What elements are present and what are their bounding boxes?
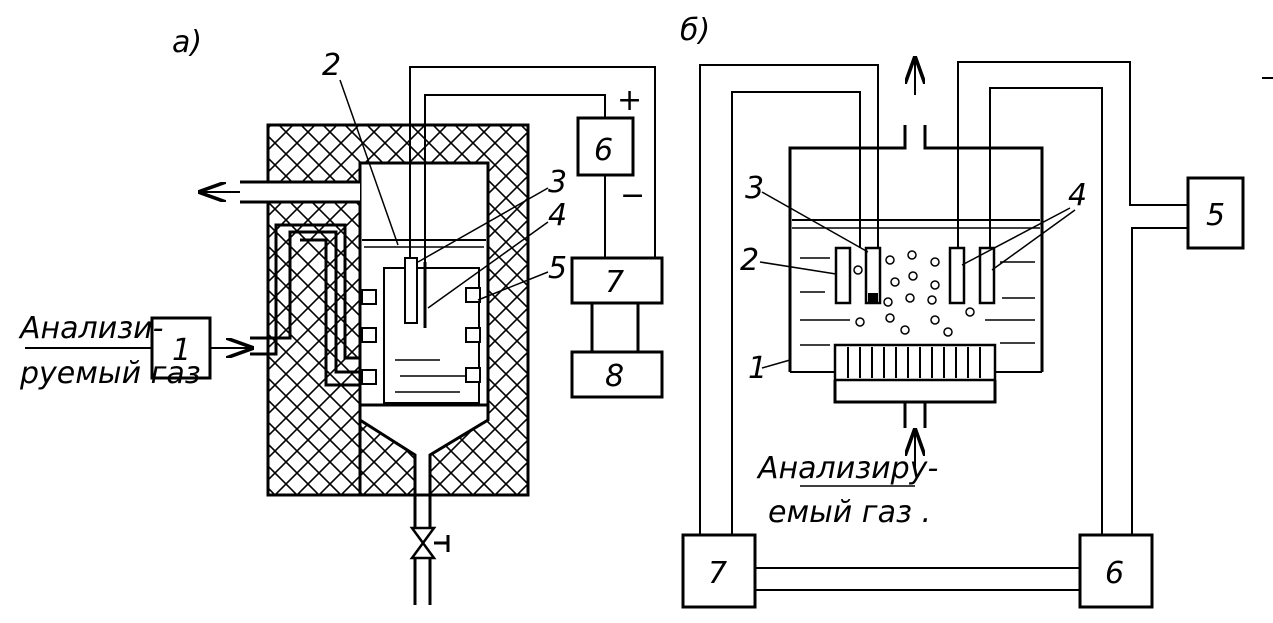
block-7: [570, 256, 664, 305]
block-5: [1186, 176, 1245, 250]
gas-inlet-pipe: [250, 223, 360, 387]
block-6: [576, 116, 635, 177]
block-8: [570, 350, 664, 399]
block-7-b-label: 7: [708, 556, 727, 591]
drain-valve: [409, 495, 450, 605]
block-8-label: 8: [605, 359, 624, 394]
callout-4-a: 4: [548, 198, 567, 233]
panel-b-label: б): [680, 13, 710, 48]
gas-outlet-pipe: [202, 180, 360, 204]
gas-label-a-line2: руемый газ: [19, 356, 201, 391]
gas-label-b-line2: емый газ .: [768, 495, 931, 530]
callout-3-b: 3: [745, 171, 764, 206]
cell-vessel: [358, 161, 490, 407]
callout-4-b: 4: [1068, 178, 1087, 213]
block-7-b: [681, 533, 757, 609]
block-6-b-label: 6: [1105, 556, 1124, 591]
plus-sign: +: [617, 83, 642, 118]
cell-vessel-b: [788, 60, 1044, 470]
minus-sign: −: [620, 178, 645, 213]
panel-a: а): [18, 25, 664, 605]
panel-a-label: а): [172, 25, 202, 60]
panel-b: б): [680, 13, 1245, 609]
callout-1-b: 1: [748, 351, 767, 386]
gas-label-b-line1: Анализиру-: [756, 451, 938, 486]
callout-2-a: 2: [322, 48, 341, 83]
callout-2-b: 2: [740, 243, 759, 278]
callout-3-a: 3: [548, 165, 567, 200]
block-7-label: 7: [605, 265, 624, 300]
block-5-label: 5: [1206, 198, 1225, 233]
block-6-b: [1078, 533, 1154, 609]
block-6-label: 6: [594, 133, 613, 168]
wiring-a: [409, 66, 656, 262]
wiring-b: [699, 61, 1188, 591]
block-1-label: 1: [172, 333, 191, 368]
callout-5-a: 5: [548, 251, 567, 286]
gas-label-a-line1: Анализи-: [18, 311, 163, 346]
